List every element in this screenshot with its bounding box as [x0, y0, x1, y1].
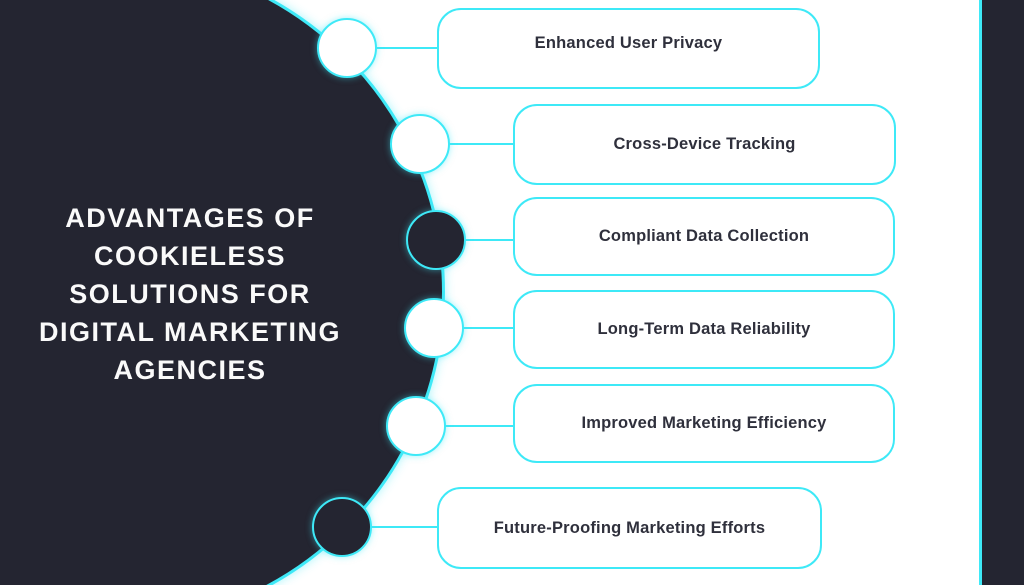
title-line: DIGITAL MARKETING [39, 317, 341, 347]
connector-line [462, 239, 514, 241]
node-circle [406, 210, 466, 270]
node-circle [312, 497, 372, 557]
connector-line [460, 327, 514, 329]
benefit-box: Future-Proofing Marketing Efforts [437, 487, 822, 569]
connector-line [444, 425, 514, 427]
benefit-label: Cross-Device Tracking [613, 135, 796, 153]
benefit-box: Cross-Device Tracking [513, 104, 896, 185]
node-circle [404, 298, 464, 358]
title-line: SOLUTIONS FOR [69, 279, 311, 309]
node-circle [317, 18, 377, 78]
node-circle [386, 396, 446, 456]
benefit-label: Compliant Data Collection [598, 227, 810, 245]
benefit-label: Long-Term Data Reliability [597, 320, 811, 338]
title-line: AGENCIES [113, 355, 267, 385]
title-line: COOKIELESS [93, 241, 287, 271]
connector-line [368, 526, 438, 528]
infographic-title: ADVANTAGES OF COOKIELESS SOLUTIONS FOR D… [0, 199, 380, 389]
connector-line [375, 47, 438, 49]
benefit-label: Improved Marketing Efficiency [581, 414, 827, 432]
dark-circle-panel [0, 0, 445, 585]
title-line: ADVANTAGES OF [65, 203, 315, 233]
benefit-box: Enhanced User Privacy [437, 8, 820, 89]
benefit-box: Long-Term Data Reliability [513, 290, 895, 369]
benefit-label: Enhanced User Privacy [534, 34, 723, 52]
benefit-box: Improved Marketing Efficiency [513, 384, 895, 463]
benefit-box: Compliant Data Collection [513, 197, 895, 276]
node-circle [390, 114, 450, 174]
right-edge-stripe [979, 0, 1024, 585]
benefit-label: Future-Proofing Marketing Efforts [493, 518, 766, 537]
connector-line [448, 143, 514, 145]
